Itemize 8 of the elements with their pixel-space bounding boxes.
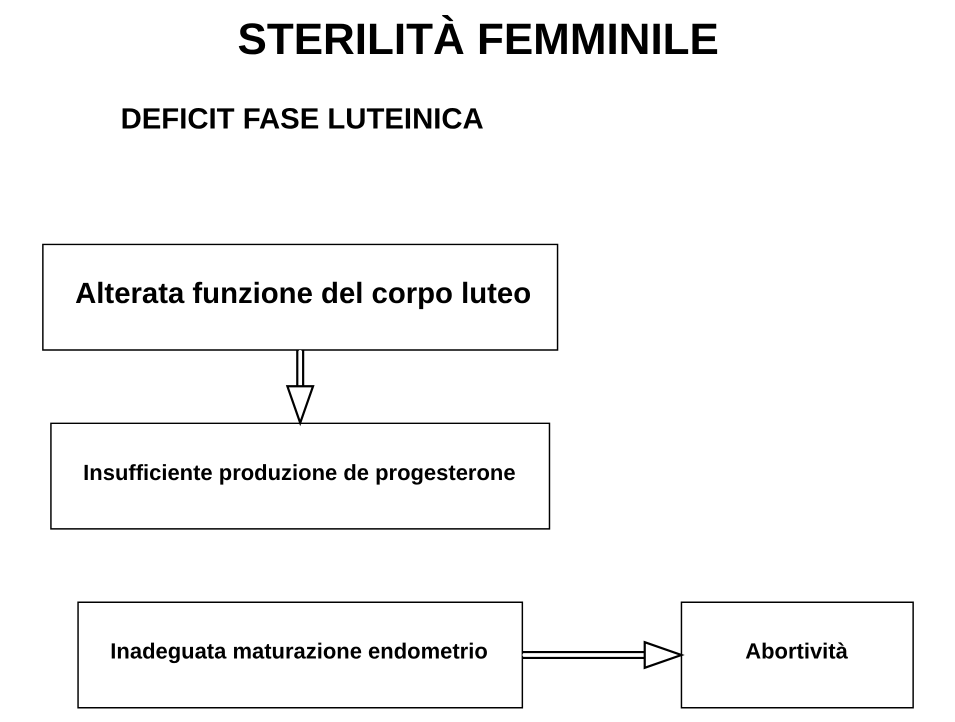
node-box: Abortività bbox=[680, 601, 914, 709]
label: DEFICIT FASE LUTEINICA bbox=[120, 102, 484, 136]
node-box: Insufficiente produzione de progesterone bbox=[50, 422, 550, 530]
arrow bbox=[285, 350, 314, 426]
node-box: Inadeguata maturazione endometrio bbox=[76, 601, 523, 709]
diagram-title: STERILITÀ FEMMINILE bbox=[237, 14, 718, 64]
node-box: Alterata funzione del corpo luteo bbox=[42, 244, 558, 351]
arrow bbox=[522, 640, 684, 670]
